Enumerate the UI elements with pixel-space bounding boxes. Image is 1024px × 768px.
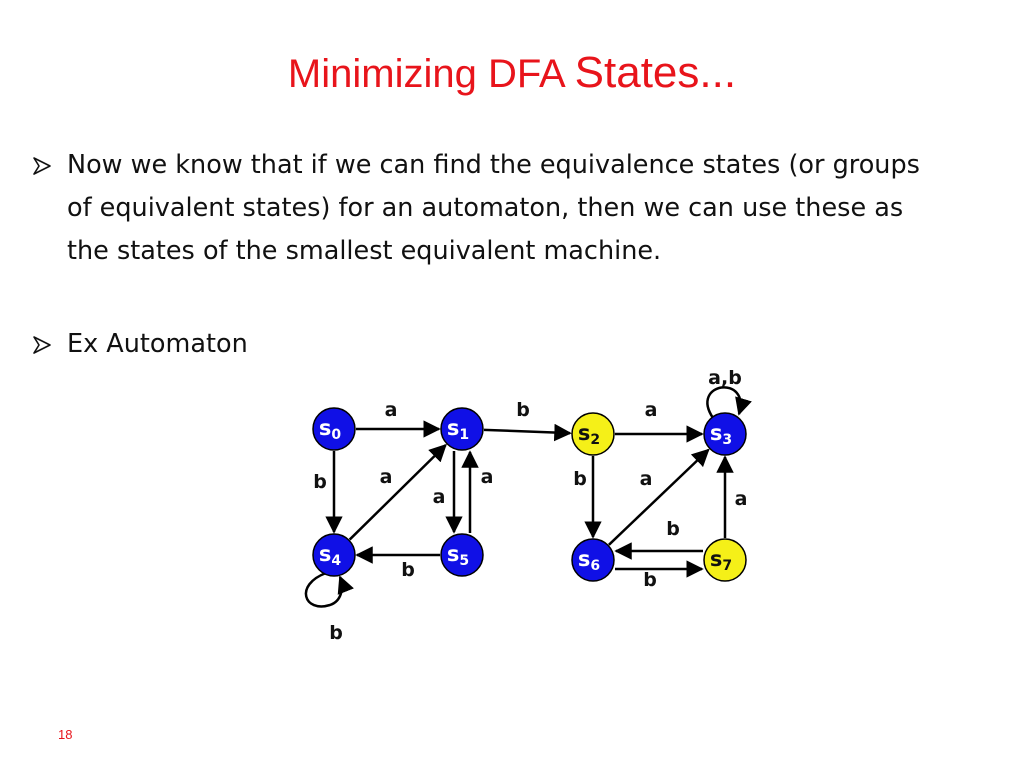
state-nodes: s0 s1 s2 s3 s4 s5 s6 s7 [312,407,747,582]
state-circle-s2 [571,412,615,456]
state-circle-s7 [703,538,747,582]
state-sub-s2: 2 [590,432,600,448]
self-loop-s3 [706,386,752,419]
state-s6: s6 [571,538,615,582]
self-loop-s4 [304,571,354,608]
label-s7-s6: b [666,518,680,540]
edge-s6-s3 [608,448,710,546]
label-s4-s4: b [329,622,343,640]
label-s0-s1: a [385,399,398,421]
label-s4-s1: a [380,466,393,488]
state-s5: s5 [440,533,484,577]
slide-title: Minimizing DFA States... [0,48,1024,98]
label-s6-s3: a [640,468,653,490]
state-s3: s3 [703,412,747,456]
state-sub-s1: 1 [459,427,469,443]
state-circle-s4 [312,533,356,577]
label-s1-s2: b [516,399,530,421]
state-sub-s3: 3 [722,432,732,448]
transition-labels: a b b a a a b b a b a a b b a,b [313,367,747,640]
label-s6-s7: b [643,569,657,591]
state-sub-s7: 7 [722,558,732,574]
bullet-1-line-2: of equivalent states) for an automaton, … [67,193,904,223]
slide-number: 18 [58,727,73,742]
state-s2: s2 [571,412,615,456]
dfa-diagram: s0 s1 s2 s3 s4 s5 s6 s7 a b b a a a b b a b a a b b a,b [304,367,752,640]
bullet-2-text: Ex Automaton [67,323,248,366]
label-s2-s3: a [645,399,658,421]
label-s5-s4: b [401,559,415,581]
arrow-bullet-icon [33,157,51,175]
bullet-2-line-1: Ex Automaton [67,329,248,359]
label-s3-s3: a,b [708,367,742,389]
state-s1: s1 [440,407,484,451]
state-sub-s0: 0 [331,427,341,443]
slide-title-part2: States... [574,48,737,97]
state-circle-s5 [440,533,484,577]
state-s0: s0 [312,407,356,451]
state-circle-s3 [703,412,747,456]
bullet-1-line-3: the states of the smallest equivalent ma… [67,236,662,266]
label-s5-s1: a [433,486,446,508]
bullet-1-line-1: Now we know that if we can find the equi… [67,150,920,180]
label-s0-s4: b [313,471,327,493]
state-circle-s1 [440,407,484,451]
label-s2-s6: b [573,468,587,490]
arrow-bullet-icon [33,336,51,354]
label-s7-s3: a [735,488,748,510]
state-sub-s5: 5 [459,553,469,569]
label-s1-s5: a [481,466,494,488]
state-s7: s7 [703,538,747,582]
transition-edges [304,386,752,608]
state-circle-s6 [571,538,615,582]
bullet-1-text: Now we know that if we can find the equi… [67,144,920,273]
state-circle-s0 [312,407,356,451]
state-sub-s6: 6 [590,558,600,574]
slide-title-part1: Minimizing DFA [287,52,575,96]
state-sub-s4: 4 [331,553,341,569]
edge-s4-s1 [348,443,447,541]
state-s4: s4 [312,533,356,577]
edge-s1-s2 [483,423,572,442]
